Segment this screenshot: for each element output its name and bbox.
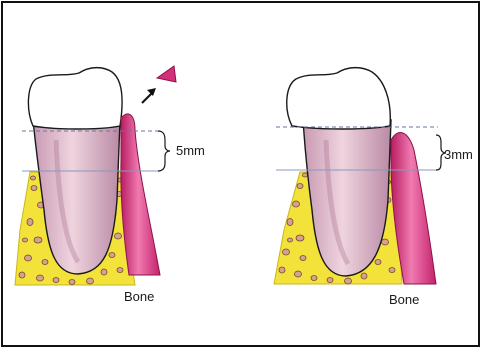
left-measure-bracket	[158, 131, 170, 171]
right-tooth-crown	[287, 68, 391, 129]
right-measure-label: 3mm	[444, 148, 473, 161]
left-measure-label: 5mm	[176, 144, 205, 157]
left-tooth-crown	[28, 68, 122, 129]
right-tooth-diagram	[274, 68, 446, 284]
removal-arrow-icon	[142, 88, 156, 103]
right-bone-label: Bone	[389, 293, 419, 306]
left-tooth-diagram	[15, 66, 176, 285]
left-gingiva	[121, 114, 160, 275]
excised-tissue-wedge-icon	[157, 66, 176, 82]
left-bone-label: Bone	[124, 290, 154, 303]
